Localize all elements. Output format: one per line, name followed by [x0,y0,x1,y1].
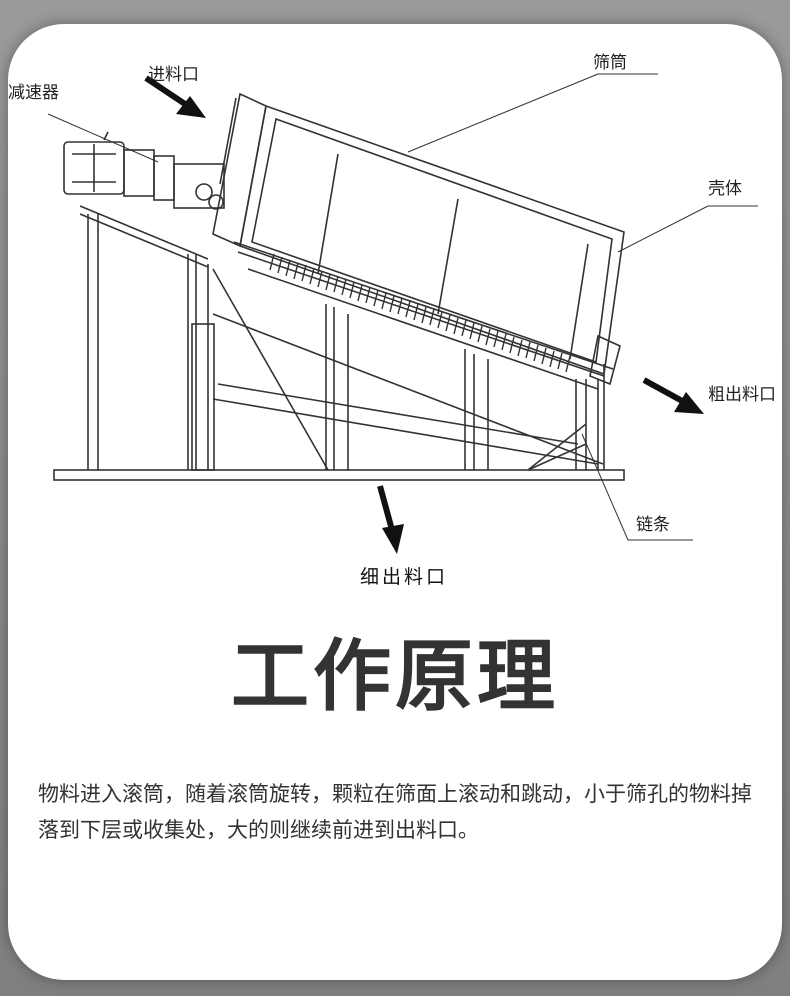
label-housing: 壳体 [708,179,742,199]
label-coarse-outlet: 粗出料口 [708,385,776,405]
coarse-outlet-arrow [642,377,704,414]
description-text: 物料进入滚筒，随着滚筒旋转，颗粒在筛面上滚动和跳动，小于筛孔的物料掉落到下层或收… [38,782,752,842]
label-fine-outlet: 细出料口 [360,566,449,588]
base-beam [53,469,625,481]
fine-outlet-arrow [377,485,404,554]
label-reducer: 减速器 [8,83,59,103]
label-chain: 链条 [636,515,670,535]
section-title: 工作原理 [230,632,559,722]
trommel-screen-diagram [47,73,758,554]
label-feed-inlet: 进料口 [148,65,199,85]
content-card: 减速器 进料口 筛筒 壳体 粗出料口 链条 细出料口 工作原理 物料进入滚筒，随… [8,24,782,980]
label-screen-drum: 筛筒 [593,53,627,73]
feed-arrow [144,75,206,118]
screen-drum-body [239,104,625,376]
